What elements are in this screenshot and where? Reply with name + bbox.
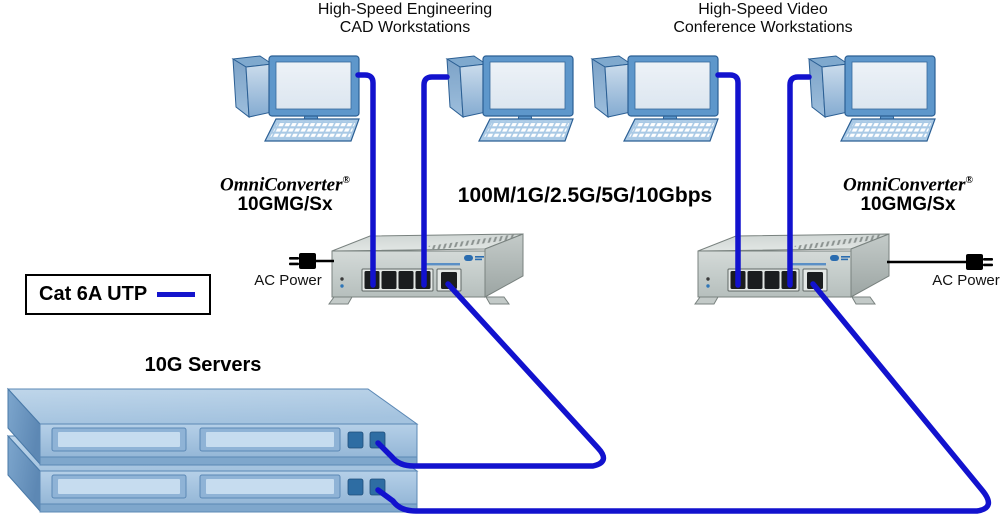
converter-right-model: 10GMG/Sx (860, 194, 956, 216)
workstation-icon-4 (808, 55, 936, 142)
workstation-icon-2 (446, 55, 574, 142)
cable-workstation3-to-converter-right (715, 72, 741, 288)
cable-workstation1-to-converter-left (355, 72, 376, 288)
video-workstations-title: High-Speed Video Conference Workstations (638, 1, 888, 37)
cable-legend: Cat 6A UTP (25, 274, 211, 315)
power-plug-icon-left (289, 253, 334, 269)
cable-converter-left-to-server1 (375, 281, 607, 469)
workstation-icon-3 (591, 55, 719, 142)
ac-power-label-right: AC Power (932, 272, 1000, 289)
converter-right-trademark: ® (965, 175, 973, 186)
cad-workstations-title: High-Speed Engineering CAD Workstations (280, 1, 530, 37)
servers-label: 10G Servers (144, 354, 262, 376)
workstation-icon-1 (232, 55, 360, 142)
cable-legend-label: Cat 6A UTP (39, 283, 148, 305)
converter-left-trademark: ® (342, 175, 350, 186)
cable-workstation4-to-converter-right (787, 74, 812, 288)
cable-legend-line (157, 292, 196, 297)
converter-left-model: 10GMG/Sx (237, 194, 333, 216)
video-title-line2: Conference Workstations (673, 19, 853, 36)
converter-left-brand: OmniConverter (220, 174, 343, 196)
cad-title-line1: High-Speed Engineering (317, 1, 493, 18)
converter-right-brand: OmniConverter (843, 174, 966, 196)
link-speeds-label: 100M/1G/2.5G/5G/10Gbps (457, 184, 713, 207)
converter-right-label: OmniConverter® 10GMG/Sx (808, 170, 1000, 215)
video-title-line1: High-Speed Video (698, 1, 828, 18)
power-plug-icon-right (887, 254, 993, 270)
cad-title-line2: CAD Workstations (339, 19, 471, 36)
cable-converter-right-to-server2 (375, 281, 992, 514)
converter-left-label: OmniConverter® 10GMG/Sx (185, 170, 385, 215)
cable-workstation2-to-converter-left (421, 74, 450, 288)
ac-power-label-left: AC Power (254, 272, 322, 289)
server-icon-1 (7, 388, 418, 466)
